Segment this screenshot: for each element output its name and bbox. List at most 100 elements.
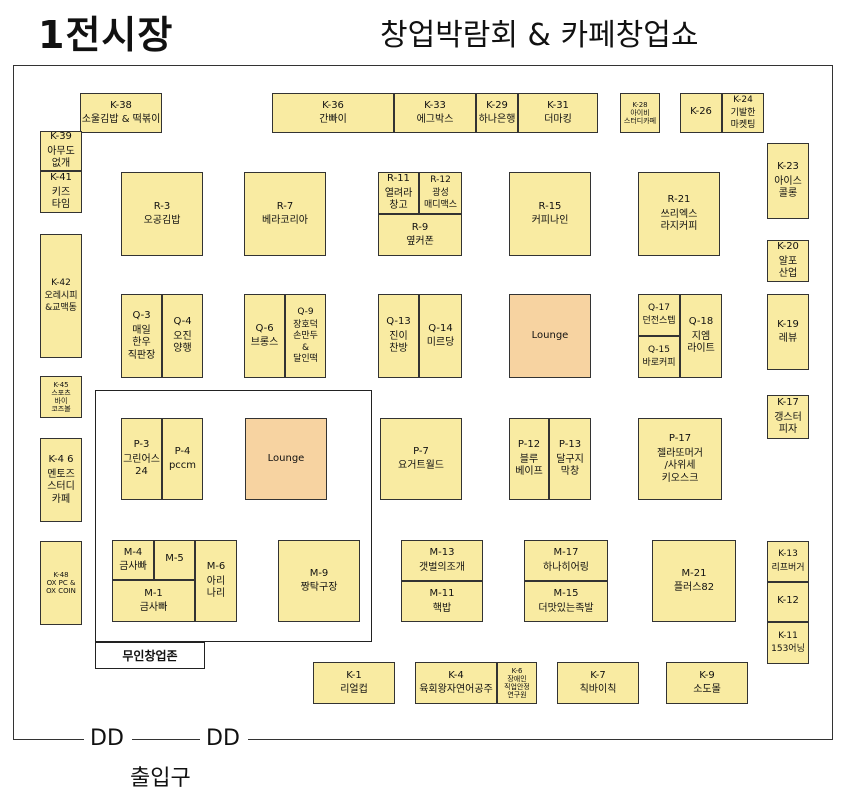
booth-m5[interactable]: M-5	[154, 540, 195, 580]
booth-name: 갯벌의조개	[419, 561, 465, 573]
booth-code: Q-17	[647, 302, 671, 313]
booth-name: 미르당	[426, 337, 455, 348]
booth-name: 알포 산업	[778, 255, 798, 280]
lounge-lower[interactable]: Lounge	[245, 418, 327, 500]
booth-name: 요거트월드	[398, 460, 444, 471]
booth-name: 멘토즈 스터디 카페	[47, 468, 75, 505]
booth-name: 장애인 직업안정 연구원	[504, 674, 530, 700]
booth-name: 금사빠	[119, 561, 147, 572]
booth-name: 핵밥	[432, 602, 452, 614]
booth-m17[interactable]: M-17 하나히어링	[524, 540, 608, 581]
booth-name: 소울김밥 & 떡볶이	[81, 114, 161, 125]
booth-code: K-9	[699, 669, 715, 681]
booth-name: 플러스82	[673, 582, 715, 593]
booth-code: R-7	[276, 200, 294, 212]
booth-k46[interactable]: K-4 6 멘토즈 스터디 카페	[40, 438, 82, 522]
booth-code: K-4 6	[48, 454, 74, 465]
booth-name: 매일 한우 직판장	[127, 324, 156, 361]
booth-name: 브롱스	[250, 337, 279, 348]
booth-code: K-1	[346, 669, 362, 681]
booth-code: K-38	[110, 99, 132, 111]
booth-p4[interactable]: P-4 pccm	[162, 418, 203, 500]
booth-code: M-17	[553, 547, 579, 558]
booth-k26[interactable]: K-26	[680, 93, 722, 133]
booth-name: 오공김밥	[143, 215, 181, 226]
booth-name: 아이비 스터디카페	[623, 108, 657, 126]
booth-name: 리프버거	[771, 562, 805, 573]
booth-code: R-11	[387, 173, 410, 185]
booth-q3[interactable]: Q-3 매일 한우 직판장	[121, 294, 162, 378]
booth-name: 짱탁구장	[300, 582, 338, 593]
booth-m9[interactable]: M-9 짱탁구장	[278, 540, 360, 622]
booth-name: 바로커피	[642, 358, 676, 368]
booth-code: M-9	[309, 567, 329, 579]
booth-m21[interactable]: M-21 플러스82	[652, 540, 736, 622]
booth-name: 아무도 없개	[47, 145, 75, 170]
booth-m4[interactable]: M-4 금사빠	[112, 540, 154, 580]
booth-code: Q-13	[386, 316, 411, 328]
lounge-upper[interactable]: Lounge	[509, 294, 591, 378]
booth-code: Q-3	[132, 310, 151, 321]
booth-code: R-21	[667, 194, 691, 206]
lounge-label: Lounge	[267, 452, 305, 464]
booth-name: pccm	[168, 460, 197, 471]
booth-code: M-21	[681, 567, 707, 579]
booth-code: P-3	[133, 439, 150, 451]
booth-name: 하나히어링	[543, 561, 589, 573]
booth-code: P-4	[174, 445, 191, 457]
booth-code: M-4	[123, 546, 143, 558]
booth-k38[interactable]: K-38 소울김밥 & 떡볶이	[80, 93, 162, 133]
booth-code: R-15	[538, 200, 562, 212]
booth-code: K-23	[777, 161, 799, 173]
booth-name: 칙바이칙	[579, 684, 617, 695]
booth-k12[interactable]: K-12	[767, 582, 809, 622]
